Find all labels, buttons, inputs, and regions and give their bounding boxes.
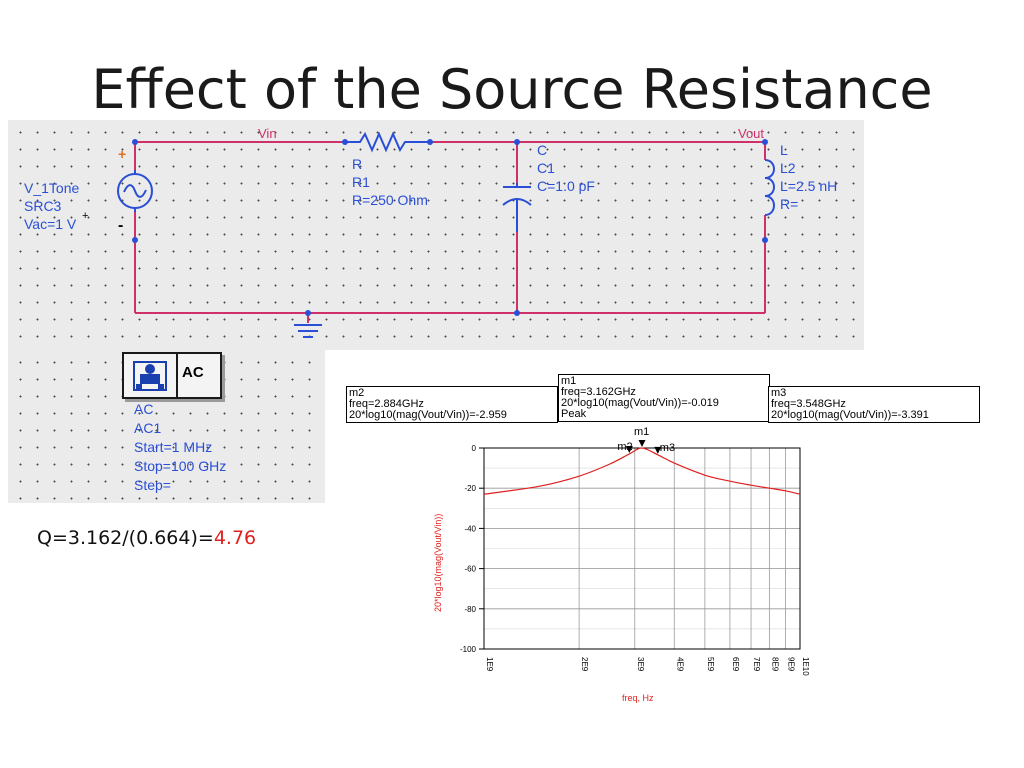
ac-start: Start=1 MHz bbox=[134, 439, 213, 455]
marker-m1-extra: Peak bbox=[561, 408, 587, 420]
marker-m1-name: m1 bbox=[561, 375, 577, 387]
marker-box-m1: m1 freq=3.162GHz 20*log10(mag(Vout/Vin))… bbox=[558, 374, 770, 422]
resistor-param: R=250 Ohm bbox=[352, 192, 428, 208]
source-plus-sign: + bbox=[118, 146, 127, 162]
x-tick-label: 1E10 bbox=[801, 657, 810, 676]
schematic-canvas bbox=[8, 120, 864, 350]
marker-m3-value: 20*log10(mag(Vout/Vin))=-3.391 bbox=[771, 409, 929, 421]
x-tick-label: 1E9 bbox=[485, 657, 494, 672]
ac-step: Step= bbox=[134, 477, 171, 493]
x-tick-label: 7E9 bbox=[752, 657, 761, 672]
ac-sim-icon bbox=[124, 354, 178, 397]
marker-m2-name: m2 bbox=[349, 387, 365, 399]
x-tick-label: 5E9 bbox=[706, 657, 715, 672]
capacitor-param: C=1.0 pF bbox=[537, 178, 595, 194]
marker-label-m2: m2 bbox=[617, 441, 632, 453]
marker-m3-freq: freq=3.548GHz bbox=[771, 398, 846, 410]
source-minus-sign: - bbox=[118, 217, 124, 234]
y-tick-label: -20 bbox=[464, 484, 476, 493]
ac-stop: Stop=100 GHz bbox=[134, 458, 227, 474]
capacitor-name: C1 bbox=[537, 160, 555, 176]
marker-m3-name: m3 bbox=[771, 387, 787, 399]
marker-triangle-m2[interactable] bbox=[625, 445, 633, 453]
q-formula-prefix: Q=3.162/(0.664)= bbox=[37, 527, 214, 549]
inductor-param: L=2.5 nH bbox=[780, 178, 838, 194]
x-tick-label: 3E9 bbox=[636, 657, 645, 672]
y-tick-label: 0 bbox=[472, 444, 477, 453]
slide-title: Effect of the Source Resistance bbox=[91, 58, 933, 121]
marker-m1-freq: freq=3.162GHz bbox=[561, 386, 636, 398]
resistor-type: R bbox=[352, 156, 363, 172]
ac-name: AC1 bbox=[134, 420, 162, 436]
inductor-param-r: R= bbox=[780, 196, 799, 212]
x-tick-label: 4E9 bbox=[675, 657, 684, 672]
inductor-type: L bbox=[780, 142, 788, 158]
marker-box-m2: m2 freq=2.884GHz 20*log10(mag(Vout/Vin))… bbox=[346, 386, 558, 423]
node-label-vin: Vin bbox=[258, 126, 277, 141]
marker-triangle-m3[interactable] bbox=[654, 446, 662, 454]
marker-label-m3: m3 bbox=[660, 442, 675, 454]
x-tick-label: 6E9 bbox=[731, 657, 740, 672]
source-type: V_1Tone bbox=[24, 180, 80, 196]
capacitor-type: C bbox=[537, 142, 548, 158]
q-factor-formula: Q=3.162/(0.664)=4.76 bbox=[37, 527, 256, 549]
x-axis-label: freq, Hz bbox=[622, 693, 654, 703]
marker-m2-freq: freq=2.884GHz bbox=[349, 398, 424, 410]
x-tick-label: 2E9 bbox=[580, 657, 589, 672]
marker-m1-value: 20*log10(mag(Vout/Vin))=-0.019 bbox=[561, 397, 719, 409]
inductor-name: L2 bbox=[780, 160, 796, 176]
y-tick-label: -100 bbox=[460, 645, 477, 654]
y-axis-label: 20*log10(mag(Vout/Vin)) bbox=[433, 513, 443, 612]
source-param: Vac=1 V bbox=[24, 216, 77, 232]
y-tick-label: -80 bbox=[464, 605, 476, 614]
marker-label-m1: m1 bbox=[634, 426, 649, 438]
y-tick-label: -40 bbox=[464, 524, 476, 533]
resistor-name: R1 bbox=[352, 174, 370, 190]
marker-triangle-m1[interactable] bbox=[638, 440, 646, 448]
y-tick-label: -60 bbox=[464, 565, 476, 574]
ac-type: AC bbox=[134, 401, 154, 417]
q-formula-value: 4.76 bbox=[213, 527, 257, 549]
node-label-vout: Vout bbox=[738, 126, 765, 141]
marker-box-m3: m3 freq=3.548GHz 20*log10(mag(Vout/Vin))… bbox=[768, 386, 980, 423]
ac-badge-label: AC bbox=[182, 364, 204, 381]
x-tick-label: 9E9 bbox=[787, 657, 796, 672]
ac-simulation-block[interactable]: AC bbox=[122, 352, 222, 399]
x-tick-label: 8E9 bbox=[770, 657, 779, 672]
source-plus-small: + bbox=[82, 210, 89, 222]
response-trace bbox=[483, 447, 801, 495]
marker-m2-value: 20*log10(mag(Vout/Vin))=-2.959 bbox=[349, 409, 507, 421]
source-name: SRC3 bbox=[24, 198, 62, 214]
